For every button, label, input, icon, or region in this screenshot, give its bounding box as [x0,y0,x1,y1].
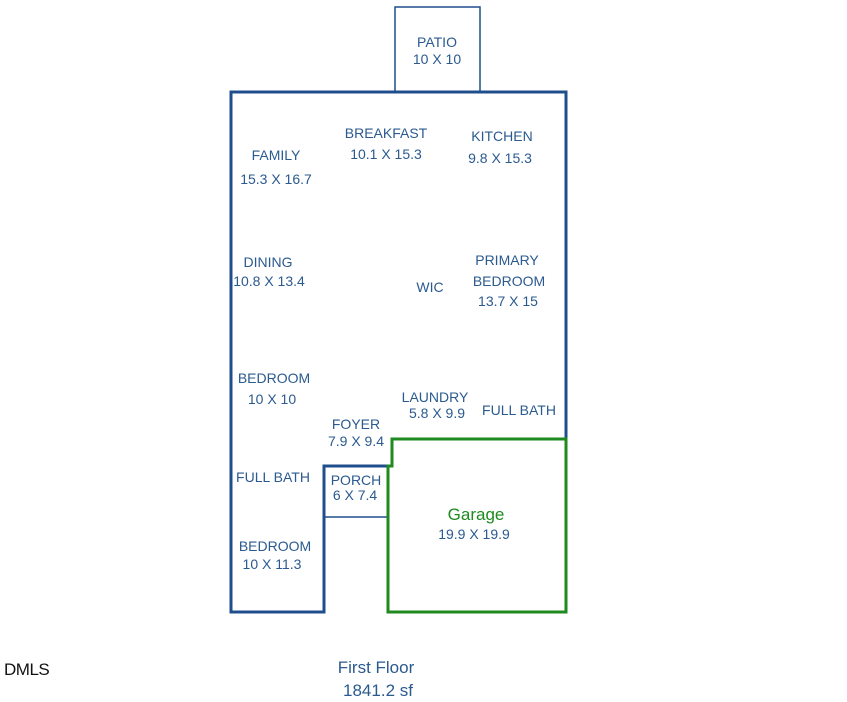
dining-size: 10.8 X 13.4 [233,273,305,289]
laundry-size: 5.8 X 9.9 [408,405,466,421]
foyer-label: FOYER [331,416,381,432]
garage-label: Garage [447,505,505,524]
bedroom-1-size: 10 X 10 [247,391,297,407]
family-size: 15.3 X 16.7 [240,171,312,187]
full-bath-2-label: FULL BATH [236,469,310,485]
patio-label: PATIO [417,34,457,50]
primary-bedroom-size: 13.7 X 15 [478,293,538,309]
porch-size: 6 X 7.4 [332,487,378,503]
bedroom-2-size: 10 X 11.3 [242,556,302,572]
patio-size: 10 X 10 [412,51,462,67]
bedroom-2-label: BEDROOM [238,538,312,554]
wic-label: WIC [416,279,444,295]
breakfast-label: BREAKFAST [344,125,428,141]
primary-bedroom-label-line2: BEDROOM [472,273,546,289]
house-outline [229,90,568,614]
mls-watermark: DMLS [4,660,50,679]
dining-label: DINING [243,254,293,270]
bedroom-1-label: BEDROOM [237,370,311,386]
garage-size: 19.9 X 19.9 [438,526,510,542]
breakfast-size: 10.1 X 15.3 [350,146,422,162]
family-label: FAMILY [251,147,301,163]
garage-outline [386,437,568,614]
floor-area: 1841.2 sf [343,681,413,700]
floor-title: First Floor [337,658,415,677]
kitchen-label: KITCHEN [471,128,533,144]
full-bath-1-label: FULL BATH [482,402,556,418]
laundry-label: LAUNDRY [401,389,469,405]
foyer-size: 7.9 X 9.4 [327,433,385,449]
primary-bedroom-label-line1: PRIMARY [475,252,539,268]
kitchen-size: 9.8 X 15.3 [468,150,532,166]
porch-label: PORCH [330,472,382,488]
